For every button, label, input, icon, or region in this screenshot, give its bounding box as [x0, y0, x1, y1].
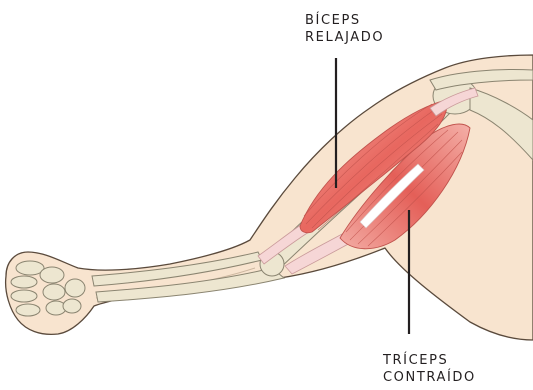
triceps-label-line2: CONTRAÍDO — [383, 369, 476, 386]
biceps-label-line2: RELAJADO — [305, 29, 384, 46]
triceps-label-line1: TRÍCEPS — [383, 352, 476, 369]
biceps-label-line1: BÍCEPS — [305, 12, 384, 29]
triceps-label: TRÍCEPS CONTRAÍDO — [383, 352, 476, 386]
biceps-label: BÍCEPS RELAJADO — [305, 12, 384, 46]
